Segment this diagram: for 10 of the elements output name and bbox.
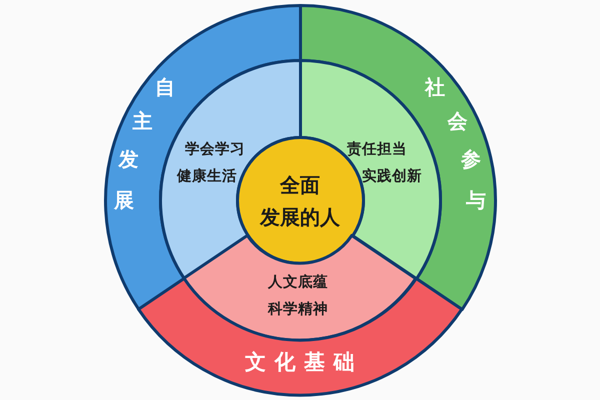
segment-label: 科学精神 [268, 302, 328, 318]
center-label: 全面发展的人 [260, 172, 340, 231]
segment-label: 自主发展 [114, 76, 176, 210]
segment-label: 健康生活 [177, 168, 237, 186]
segment-label: 责任担当 [347, 142, 407, 158]
segment-label: 文化基础 [245, 352, 355, 374]
segment-label: 实践创新 [362, 168, 422, 186]
segment-label: 学会学习 [185, 142, 245, 158]
segment-label: 人文底蕴 [268, 274, 328, 292]
segment-label: 社会参与 [424, 76, 486, 210]
